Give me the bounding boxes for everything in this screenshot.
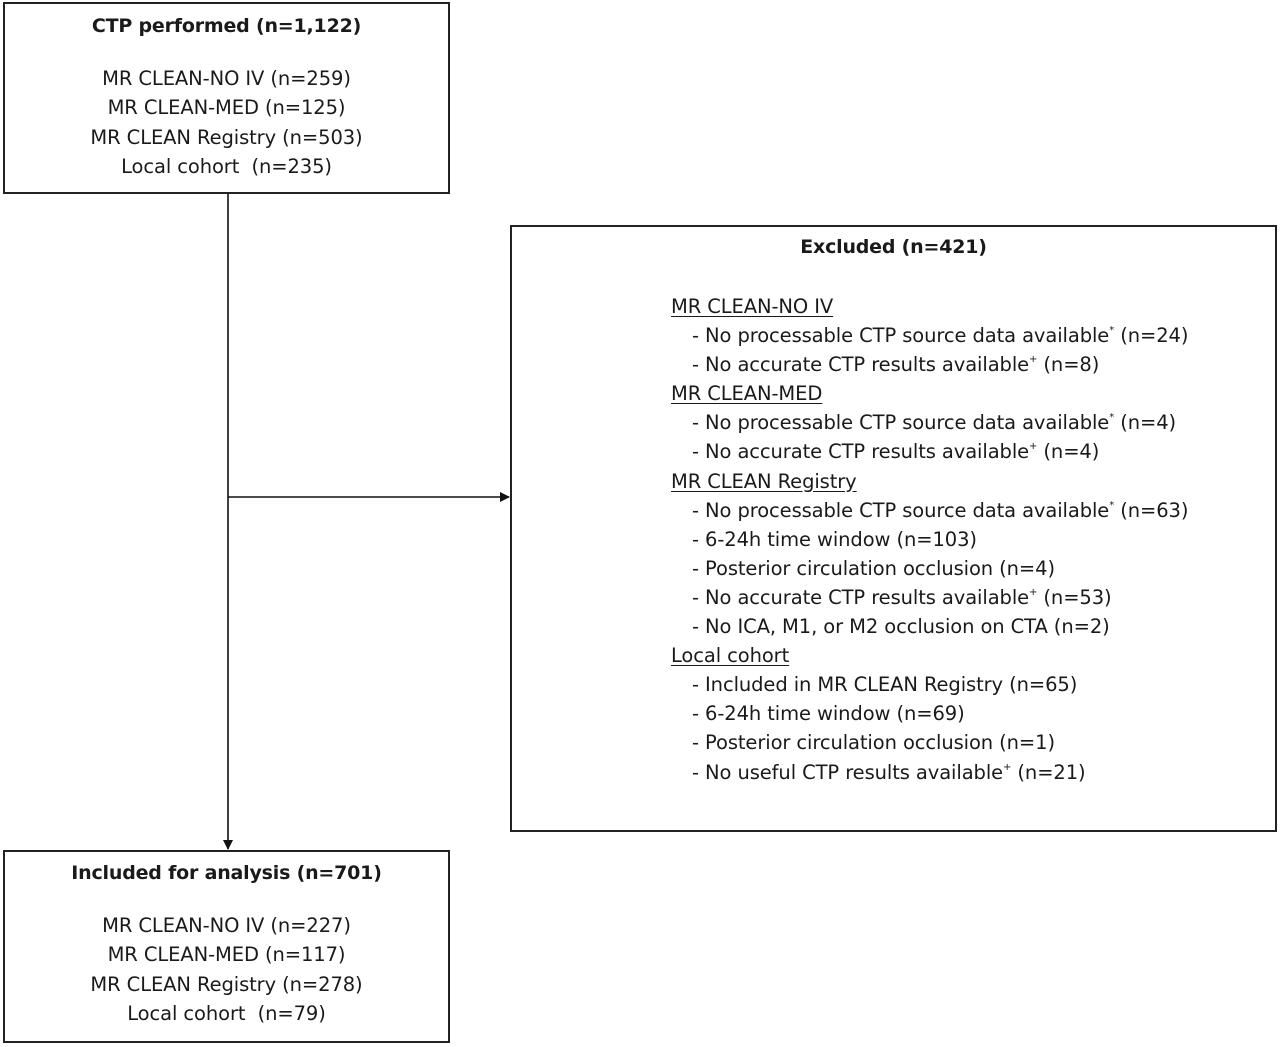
exclusion-reason: - No accurate CTP results available+ (n=… <box>671 437 1188 466</box>
exclusion-count: (n=8) <box>1037 353 1100 377</box>
included-cohorts: MR CLEAN-NO IV (n=227) MR CLEAN-MED (n=1… <box>5 911 448 1029</box>
exclusion-reason-text: - No accurate CTP results available <box>692 353 1030 377</box>
exclusion-group-heading: Local cohort <box>671 644 790 668</box>
exclusion-reason: - Included in MR CLEAN Registry (n=65) <box>671 670 1188 699</box>
exclusion-reasons: MR CLEAN-NO IV - No processable CTP sourc… <box>671 292 1188 787</box>
exclusion-reason: - No accurate CTP results available+ (n=… <box>671 583 1188 612</box>
cohort-line: MR CLEAN Registry (n=278) <box>90 972 363 996</box>
exclusion-count: (n=24) <box>1114 324 1189 348</box>
excluded-title: Excluded (n=421) <box>800 236 987 258</box>
ctp-performed-box: CTP performed (n=1,122) MR CLEAN-NO IV (… <box>3 2 450 194</box>
excluded-box: Excluded (n=421) MR CLEAN-NO IV - No proc… <box>510 225 1277 832</box>
exclusion-count: (n=53) <box>1037 585 1112 609</box>
exclusion-count: (n=4) <box>1037 440 1100 464</box>
ctp-performed-title: CTP performed (n=1,122) <box>91 15 362 37</box>
cohort-line: MR CLEAN-NO IV (n=259) <box>102 67 351 90</box>
cohort-line: Local cohort (n=79) <box>127 1002 326 1026</box>
footnote-mark: + <box>1003 761 1012 773</box>
exclusion-reason-text: - 6-24h time window (n=69) <box>692 702 965 726</box>
footnote-mark: * <box>1109 325 1115 337</box>
cohort-line: MR CLEAN Registry (n=503) <box>90 125 363 149</box>
exclusion-count: (n=63) <box>1114 498 1189 522</box>
cohort-line: MR CLEAN-NO IV (n=227) <box>102 914 351 937</box>
exclusion-reason: - Posterior circulation occlusion (n=4) <box>671 554 1188 583</box>
footnote-mark: * <box>1109 412 1115 424</box>
exclusion-reason-text: - No useful CTP results available <box>692 760 1004 784</box>
included-title: Included for analysis (n=701) <box>71 862 382 884</box>
exclusion-reason: - No processable CTP source data availab… <box>671 321 1188 350</box>
included-box: Included for analysis (n=701) MR CLEAN-N… <box>3 850 450 1043</box>
exclusion-group-heading: MR CLEAN-MED <box>671 382 823 406</box>
exclusion-count: (n=4) <box>1114 411 1177 435</box>
exclusion-reason-text: - No accurate CTP results available <box>692 585 1030 609</box>
exclusion-reason-text: - 6-24h time window (n=103) <box>692 527 977 551</box>
footnote-mark: + <box>1029 354 1038 366</box>
exclusion-reason: - No processable CTP source data availab… <box>671 496 1188 525</box>
cohort-line: MR CLEAN-MED (n=117) <box>107 943 346 967</box>
exclusion-group-heading: MR CLEAN Registry <box>671 469 857 493</box>
cohort-line: Local cohort (n=235) <box>121 155 332 179</box>
exclusion-reason-text: - Posterior circulation occlusion (n=4) <box>692 556 1055 580</box>
exclusion-reason: - No ICA, M1, or M2 occlusion on CTA (n=… <box>671 612 1188 641</box>
exclusion-reason-text: - No processable CTP source data availab… <box>692 498 1110 522</box>
exclusion-count: (n=21) <box>1011 760 1086 784</box>
exclusion-group-heading: MR CLEAN-NO IV <box>671 295 834 318</box>
exclusion-reason: - No useful CTP results available+ (n=21… <box>671 758 1188 787</box>
exclusion-reason-text: - Posterior circulation occlusion (n=1) <box>692 731 1055 755</box>
exclusion-reason: - No processable CTP source data availab… <box>671 408 1188 437</box>
ctp-performed-cohorts: MR CLEAN-NO IV (n=259) MR CLEAN-MED (n=1… <box>5 64 448 182</box>
exclusion-reason: - 6-24h time window (n=69) <box>671 699 1188 728</box>
exclusion-reason-text: - No ICA, M1, or M2 occlusion on CTA (n=… <box>692 615 1110 639</box>
exclusion-reason: - Posterior circulation occlusion (n=1) <box>671 728 1188 757</box>
exclusion-reason-text: - No processable CTP source data availab… <box>692 411 1110 435</box>
exclusion-reason: - No accurate CTP results available+ (n=… <box>671 350 1188 379</box>
cohort-line: MR CLEAN-MED (n=125) <box>107 96 346 120</box>
exclusion-reason-text: - No accurate CTP results available <box>692 440 1030 464</box>
exclusion-reason: - 6-24h time window (n=103) <box>671 525 1188 554</box>
exclusion-reason-text: - Included in MR CLEAN Registry (n=65) <box>692 673 1078 697</box>
footnote-mark: + <box>1029 441 1038 453</box>
exclusion-reason-text: - No processable CTP source data availab… <box>692 324 1110 348</box>
footnote-mark: + <box>1029 586 1038 598</box>
footnote-mark: * <box>1109 499 1115 511</box>
